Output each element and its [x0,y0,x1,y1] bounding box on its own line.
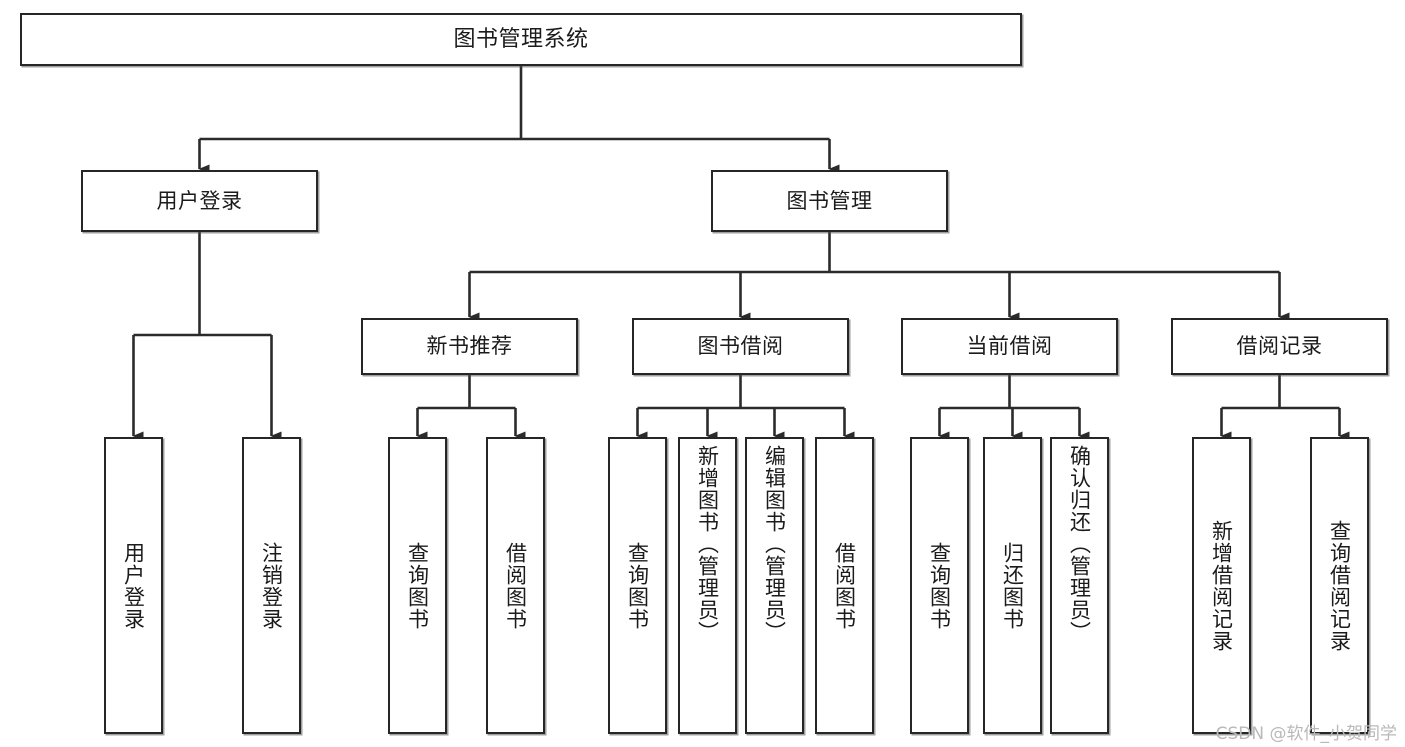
node-new-book-recommend[interactable]: 新书推荐 [361,318,578,375]
node-current-borrow[interactable]: 当前借阅 [901,318,1118,375]
node-root[interactable]: 图书管理系统 [20,13,1022,66]
node-book-borrow[interactable]: 图书借阅 [632,318,849,375]
node-book-management[interactable]: 图书管理 [711,170,948,232]
node-leaf-edit-book[interactable]: 编辑图书（管理员） [745,437,804,734]
csdn-watermark: CSDN @软件_小贺同学 [1215,724,1397,744]
node-label-leaf-query-book-rec: 查询图书 [405,541,430,630]
node-leaf-query-book-borrow[interactable]: 查询图书 [608,437,667,734]
node-user-login[interactable]: 用户登录 [81,170,318,232]
node-leaf-query-book-current[interactable]: 查询图书 [910,437,969,734]
node-label-leaf-query-borrow-record: 查询借阅记录 [1327,519,1352,652]
node-label-leaf-add-borrow-record: 新增借阅记录 [1209,519,1234,652]
node-label-current-borrow: 当前借阅 [966,334,1053,359]
node-label-leaf-edit-book: 编辑图书（管理员） [762,445,787,643]
node-leaf-query-book-rec[interactable]: 查询图书 [388,437,447,734]
node-leaf-add-book[interactable]: 新增图书（管理员） [678,437,737,734]
node-label-leaf-borrow-book-rec: 借阅图书 [503,541,528,630]
node-label-leaf-query-book-borrow: 查询图书 [625,541,650,630]
node-label-book-borrow: 图书借阅 [697,334,784,359]
node-leaf-query-borrow-record[interactable]: 查询借阅记录 [1310,437,1369,734]
node-label-root: 图书管理系统 [453,26,589,52]
node-leaf-add-borrow-record[interactable]: 新增借阅记录 [1192,437,1251,734]
node-label-leaf-query-book-current: 查询图书 [927,541,952,630]
node-leaf-return-book[interactable]: 归还图书 [983,437,1042,734]
node-label-book-management: 图书管理 [786,188,873,213]
node-label-leaf-borrow-book: 借阅图书 [832,541,857,630]
node-label-leaf-add-book: 新增图书（管理员） [695,445,720,643]
node-label-leaf-return-book: 归还图书 [1000,541,1025,630]
node-label-leaf-confirm-return: 确认归还（管理员） [1067,445,1092,643]
node-leaf-confirm-return[interactable]: 确认归还（管理员） [1050,437,1109,734]
node-label-user-login: 用户登录 [156,188,243,213]
node-borrow-record[interactable]: 借阅记录 [1171,318,1388,375]
node-leaf-logout[interactable]: 注销登录 [242,437,301,734]
node-label-borrow-record: 借阅记录 [1236,334,1323,359]
node-leaf-user-login[interactable]: 用户登录 [104,437,163,734]
node-label-new-book-recommend: 新书推荐 [426,334,513,359]
node-label-leaf-user-login: 用户登录 [121,541,146,630]
node-label-leaf-logout: 注销登录 [259,541,284,630]
node-leaf-borrow-book[interactable]: 借阅图书 [815,437,874,734]
node-leaf-borrow-book-rec[interactable]: 借阅图书 [486,437,545,734]
